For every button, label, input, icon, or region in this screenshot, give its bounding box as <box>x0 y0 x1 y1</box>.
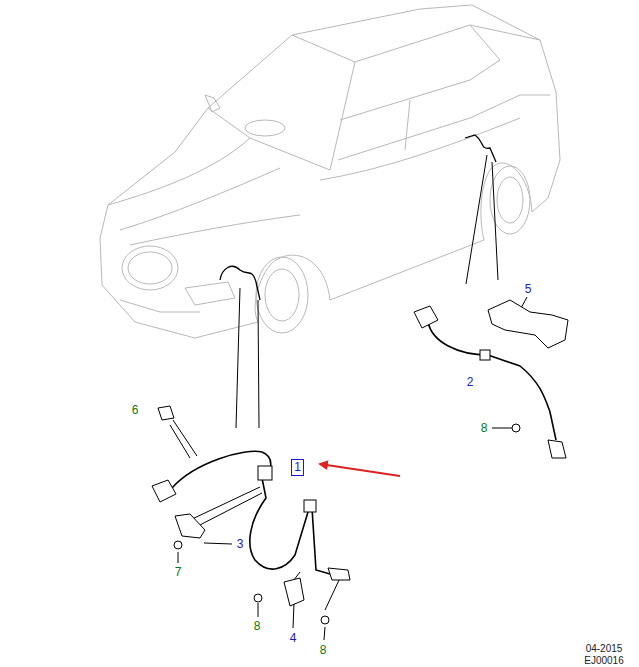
pointer-arrow <box>320 464 400 476</box>
callout-number: 8 <box>254 619 261 633</box>
leader-lines <box>170 155 527 640</box>
callout-number: 5 <box>525 282 532 296</box>
front-harness-parts <box>152 406 350 624</box>
callout-number: 7 <box>175 565 182 579</box>
callout-number: 3 <box>237 537 244 551</box>
callout-number: 4 <box>290 631 297 645</box>
callout-number: 6 <box>132 403 139 417</box>
callout-number: 8 <box>481 421 488 435</box>
figure-code: EJ00016 <box>584 654 623 667</box>
car-outline <box>100 5 560 338</box>
abs-harness-front <box>172 451 330 574</box>
callout-box: 1 <box>291 459 304 476</box>
callout-number: 1 <box>292 460 303 474</box>
date-code: 04-2015 <box>586 642 623 656</box>
callout-number: 8 <box>320 643 327 657</box>
callout-number: 2 <box>467 375 474 389</box>
rear-harness-parts <box>414 300 568 458</box>
abs-harness-rear <box>428 322 556 440</box>
sensor-wiring-on-car <box>220 135 496 300</box>
